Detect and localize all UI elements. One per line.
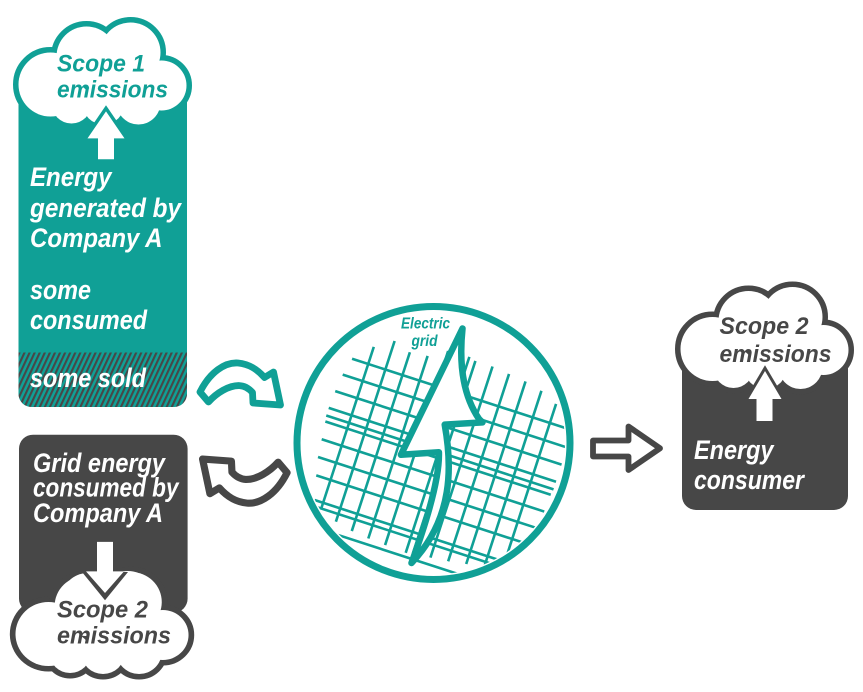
svg-text:consumed: consumed [30,305,147,335]
svg-text:some: some [30,275,91,305]
svg-text:Energy: Energy [30,162,113,192]
svg-text:emissions: emissions [57,76,168,103]
svg-text:consumer: consumer [694,465,805,495]
svg-text:Company A: Company A [30,223,163,253]
svg-text:emissions: emissions [720,341,832,368]
svg-text:some sold: some sold [30,363,146,393]
svg-text:Electric: Electric [401,316,450,333]
svg-text:emissions: emissions [57,623,171,650]
svg-text:grid: grid [411,333,439,350]
svg-text:Scope 1: Scope 1 [57,50,145,77]
svg-text:Grid energy: Grid energy [33,448,167,478]
svg-text:Scope 2: Scope 2 [720,313,810,340]
svg-text:Energy: Energy [694,435,775,465]
svg-text:Scope 2: Scope 2 [57,597,149,624]
svg-text:generated by: generated by [29,193,183,223]
svg-text:Company A: Company A [33,498,163,528]
svg-text:consumed by: consumed by [33,473,180,503]
